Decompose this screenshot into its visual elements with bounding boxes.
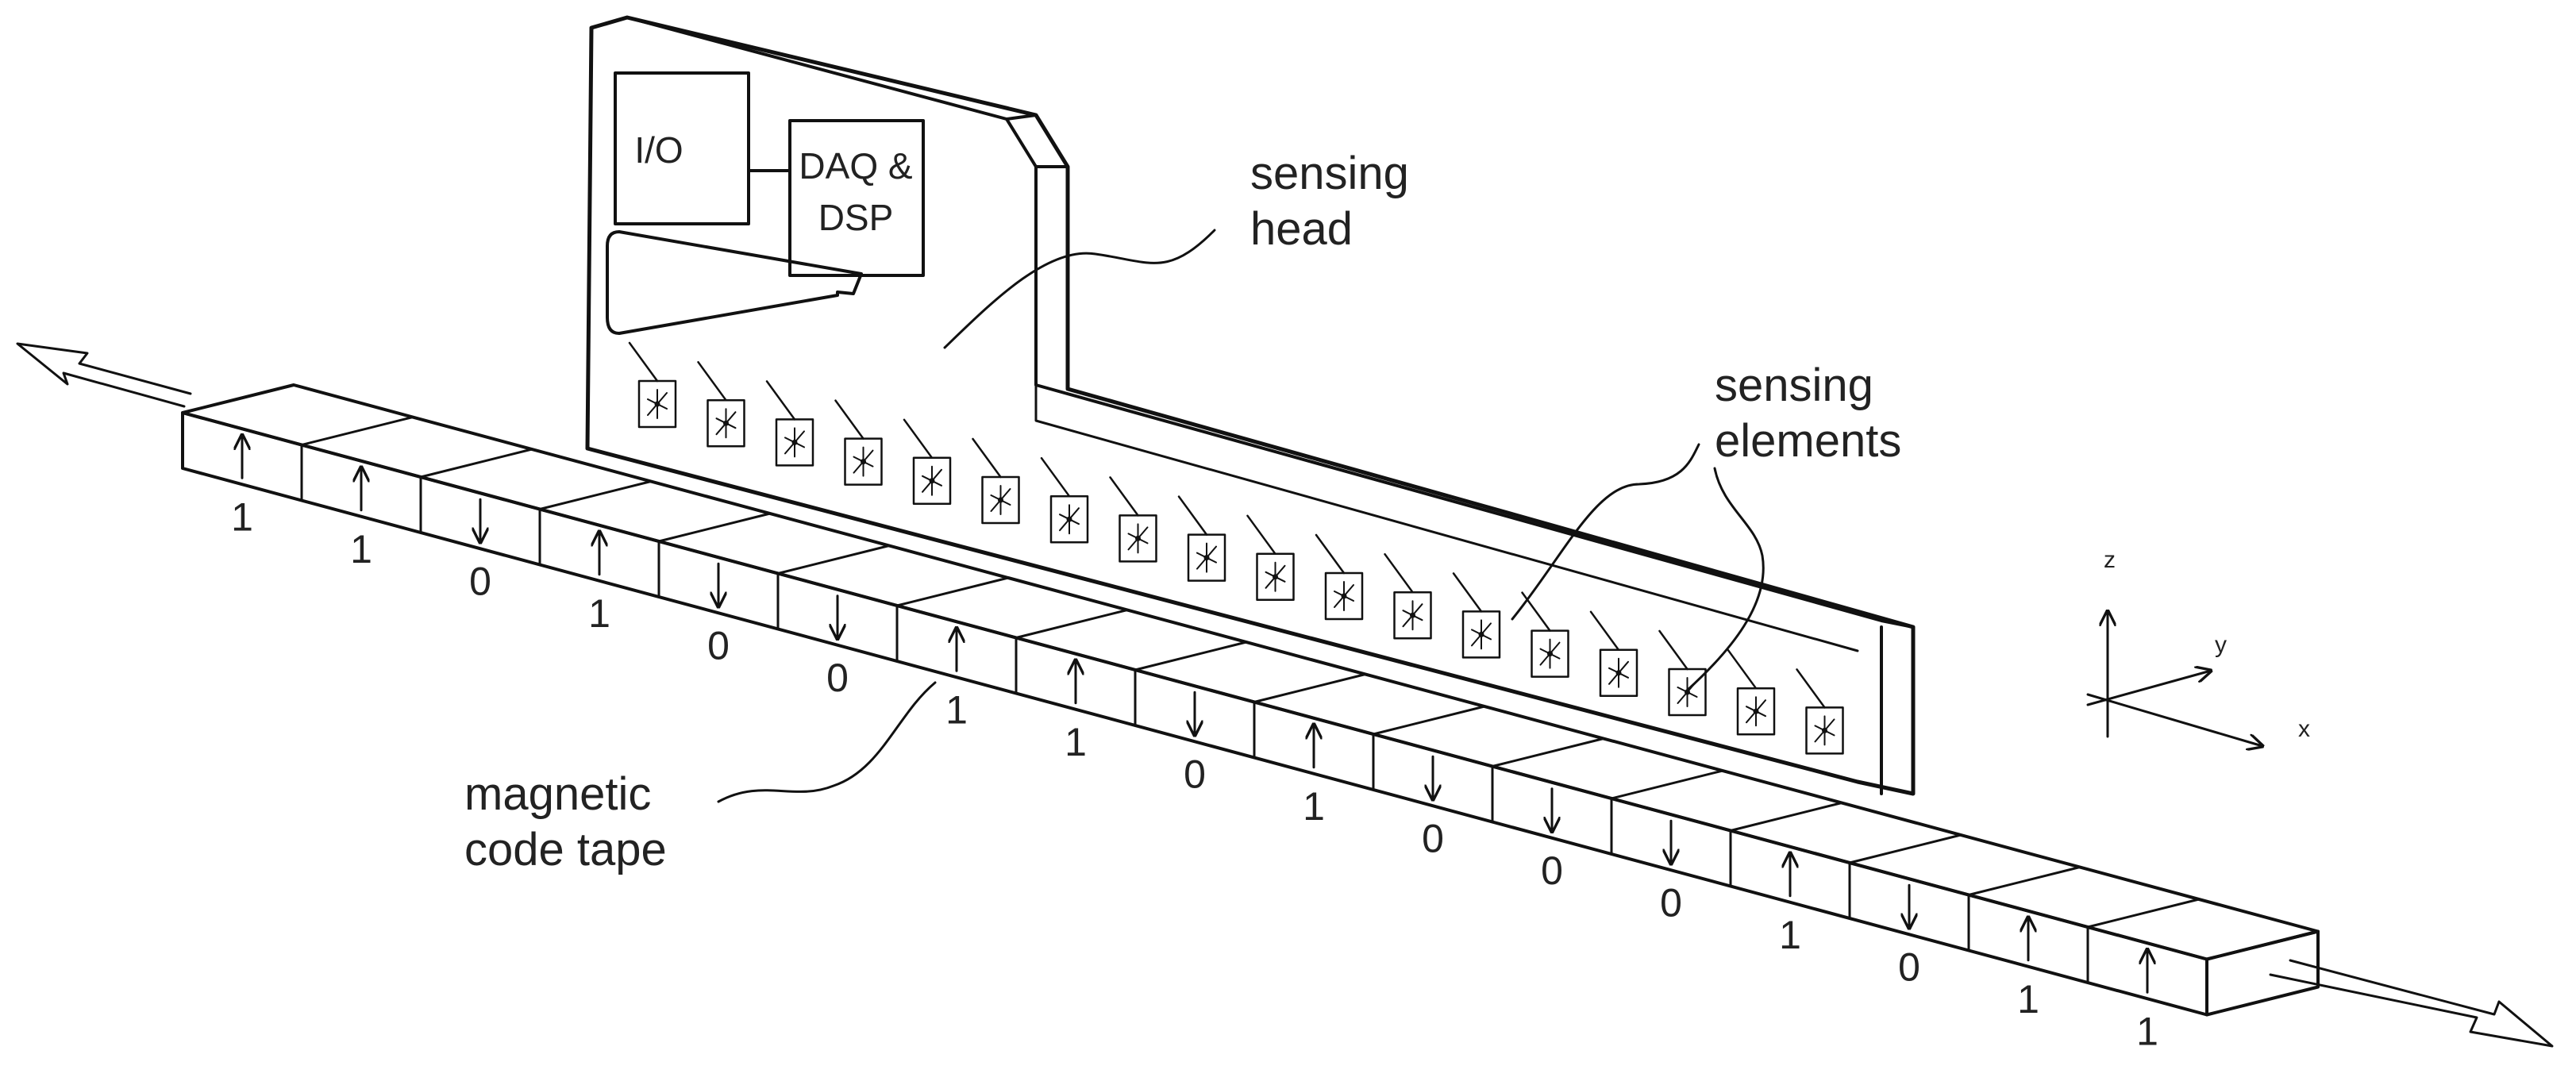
tape-segment-divider: [1610, 769, 1724, 800]
right-direction-arrow: [2269, 959, 2554, 1048]
tape-segment-divider: [1372, 705, 1486, 736]
sensing-element: [972, 437, 1020, 525]
sensing-elements-label-2: elements: [1715, 415, 1901, 467]
sensing-element: [1384, 552, 1432, 640]
tape-segment-divider: [776, 544, 891, 575]
y-axis-label: y: [2215, 632, 2227, 658]
code-bit-label: 0: [1184, 752, 1206, 796]
tape-segment-divider: [2086, 898, 2201, 929]
sensing-elements-label-1: sensing: [1715, 360, 1873, 411]
sensing-element: [1589, 610, 1638, 698]
code-bit-label: 1: [1065, 720, 1087, 764]
sensing-elements-leader-2: [1685, 467, 1765, 692]
connector-slot: [606, 230, 863, 335]
tape-end-face: [2205, 929, 2320, 1017]
code-bit-label: 1: [350, 527, 372, 571]
sensing-element: [903, 418, 952, 506]
tape-segment-divider: [1015, 609, 1129, 639]
sensing-head-top-bevel: [1005, 114, 1069, 168]
tape-segment-divider: [657, 512, 772, 543]
code-bit-label: 0: [1422, 816, 1444, 860]
sensing-element: [1796, 668, 1844, 755]
tape-segment-divider: [419, 448, 533, 479]
code-bit-label: 1: [231, 494, 253, 539]
sensing-element: [1109, 476, 1157, 563]
tape-segment-divider: [300, 416, 414, 446]
code-bit-label: 1: [945, 687, 968, 732]
tape-segment-divider: [1134, 641, 1248, 671]
code-bit-label: 0: [1898, 945, 1920, 989]
sensing-element: [1658, 629, 1707, 717]
code-bit-label: 0: [707, 623, 730, 668]
tape-segment-divider: [1848, 833, 1962, 864]
sensing-element: [1040, 456, 1089, 544]
daq-dsp-box: [788, 119, 925, 277]
daq-dsp-label-line1: DAQ &: [799, 145, 912, 187]
sensing-element: [628, 341, 677, 429]
code-bit-label: 1: [2136, 1009, 2158, 1053]
y-axis: [2086, 671, 2211, 706]
sensing-head-bar-edge: [1034, 383, 1859, 652]
sensing-head-leader: [943, 229, 1216, 349]
tape-label-2: code tape: [464, 824, 667, 875]
code-bit-label: 1: [2017, 977, 2039, 1022]
sensing-head-label-1: sensing: [1250, 148, 1409, 199]
sensing-head-edge: [626, 16, 1915, 629]
coordinate-axes: z y x: [2086, 547, 2310, 746]
tape-segment-divider: [1491, 737, 1605, 768]
tape-label-1: magnetic: [464, 768, 651, 820]
left-direction-arrow: [16, 342, 192, 408]
code-bit-label: 1: [1303, 784, 1325, 829]
sensing-element: [1315, 533, 1364, 621]
sensing-element: [1452, 572, 1501, 659]
x-axis-label: x: [2298, 716, 2310, 742]
io-box-label: I/O: [634, 129, 683, 171]
code-bit-label: 0: [1541, 848, 1563, 893]
magnetic-code-tape: 1 1 0 1 0 0 1 1 0 1 0 0 0 1 0 1 1: [181, 383, 2320, 1053]
sensing-head: I/O DAQ & DSP: [585, 15, 1916, 796]
sensing-elements-leader-1: [1511, 443, 1700, 621]
daq-dsp-label-line2: DSP: [818, 197, 894, 238]
sensing-element: [1521, 591, 1569, 678]
tape-segment-divider: [1967, 866, 2081, 896]
sensing-head-plate: [585, 15, 1916, 796]
sensing-element: [765, 380, 814, 467]
code-bit-label: 1: [588, 591, 610, 636]
tape-leader: [717, 681, 937, 803]
code-bit-label: 1: [1779, 913, 1801, 957]
z-axis-label: z: [2104, 547, 2116, 573]
sensing-element: [1177, 495, 1226, 582]
tape-segment-divider: [1253, 673, 1367, 703]
sensing-element: [834, 399, 883, 486]
sensing-element: [1727, 648, 1776, 736]
sensing-elements: [628, 341, 1844, 755]
code-bit-label: 0: [1660, 880, 1682, 925]
code-bit-label: 0: [469, 559, 491, 603]
tape-segment-divider: [895, 576, 1010, 607]
x-axis: [2086, 693, 2262, 746]
tape-segment-divider: [1729, 802, 1843, 832]
sensing-element: [1246, 514, 1295, 602]
code-bit-label: 0: [826, 656, 849, 700]
sensing-head-label-2: head: [1250, 203, 1353, 255]
tape-segment-divider: [538, 480, 653, 510]
io-box: [614, 71, 750, 225]
sensing-element: [697, 360, 745, 448]
